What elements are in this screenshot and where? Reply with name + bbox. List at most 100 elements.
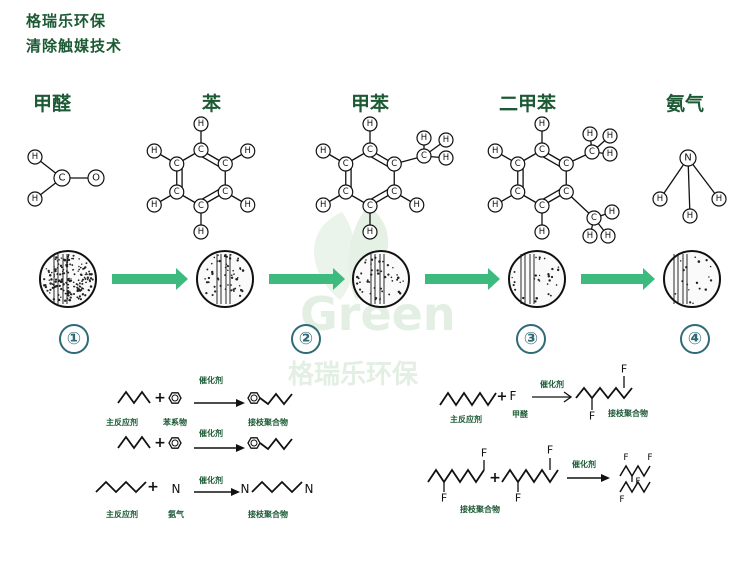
filter-section-2-particle — [238, 284, 241, 287]
filter-section-2-particle — [206, 268, 209, 271]
xylene-h4-circle — [534, 224, 550, 240]
filter-section-1-particle — [89, 285, 93, 288]
toluene-c2-circle — [386, 156, 402, 172]
filter-section-1-particle — [50, 271, 53, 274]
benzene-c5-circle — [169, 184, 185, 200]
xylene-methyl1-h2-circle — [602, 128, 618, 144]
filter-section-1-particle — [67, 283, 70, 286]
toluene-c4-symbol: C — [367, 201, 373, 211]
filter-section-1-particle — [79, 286, 82, 288]
xylene-methyl2-h1-circle — [604, 204, 620, 220]
filter-section-1-particle — [57, 280, 60, 283]
fluorine-symbol-7: F — [547, 444, 553, 457]
polymer-chain-1 — [427, 468, 485, 484]
filter-section-2-particle — [230, 254, 232, 256]
product-ring-1 — [247, 392, 261, 404]
filter-section-1-particle — [53, 266, 55, 268]
filter-section-1-particle — [58, 284, 61, 287]
xylene-c6-symbol: C — [515, 159, 521, 169]
filter-section-1-particle — [77, 284, 79, 286]
filter-section-3-particle — [376, 269, 379, 272]
filter-section-1-particle — [76, 289, 79, 293]
filter-section-1-particle — [86, 278, 89, 281]
filter-section-1-particle — [84, 294, 87, 297]
filter-section-1-particle — [66, 259, 69, 262]
filter-section-5 — [663, 250, 721, 308]
plus-sign-5: + — [489, 470, 501, 486]
plus-sign-2: + — [154, 435, 166, 451]
ammonia-h3-symbol: H — [716, 194, 722, 204]
filter-section-1-particle — [65, 270, 68, 273]
filter-section-2-particle — [241, 269, 245, 272]
filter-section-4-particle — [533, 277, 536, 280]
filter-section-3-particle — [368, 281, 371, 283]
filter-section-3-particle — [360, 272, 363, 275]
filter-section-3-particle — [386, 263, 390, 267]
filter-section-3-particle — [369, 292, 372, 295]
fluorine-symbol-11: F — [619, 495, 624, 505]
filter-section-1-particle — [63, 258, 67, 262]
filter-section-2-particle — [237, 276, 239, 279]
filter-section-4-particle — [547, 274, 551, 278]
filter-section-1-particle — [70, 278, 72, 280]
xylene-methyl1-h1-circle — [582, 126, 598, 142]
filter-section-1-particle — [57, 293, 60, 297]
toluene-h6-symbol: H — [320, 146, 326, 156]
filter-section-2-particle — [234, 287, 237, 290]
benzene-h3-circle — [240, 197, 256, 213]
filter-section-1-particle — [56, 273, 59, 276]
stage-number-4: ④ — [680, 324, 710, 354]
filter-section-1-particle — [67, 253, 70, 256]
filter-section-3-particle — [380, 270, 383, 273]
filter-section-1-particle — [80, 288, 83, 291]
filter-section-1-particle — [67, 286, 70, 289]
filter-section-1-particle — [60, 287, 63, 291]
product-chain-2 — [259, 437, 293, 451]
fluorine-symbol-8: F — [623, 453, 628, 463]
filter-section-2-particle — [224, 274, 227, 276]
filter-section-2-particle — [204, 278, 206, 280]
xylene-h6-circle — [487, 143, 503, 159]
filter-section-5-particle — [698, 287, 701, 290]
filter-section-1-particle — [52, 283, 55, 286]
fluorine-symbol-9: F — [647, 453, 652, 463]
filter-section-1-particle — [76, 286, 79, 289]
ammonia-n-symbol: N — [684, 153, 691, 164]
filter-section-2-particle — [213, 256, 216, 259]
filter-section-1-particle — [72, 254, 75, 257]
filter-section-1-particle — [55, 256, 58, 259]
filter-section-1-particle — [59, 264, 63, 267]
stage-number-1: ① — [59, 324, 89, 354]
xylene-c5-circle — [510, 184, 526, 200]
filter-section-5-particle — [709, 279, 713, 282]
toluene-h1-symbol: H — [367, 119, 373, 129]
filter-section-1-particle — [90, 273, 92, 276]
filter-section-4-particle — [538, 274, 541, 277]
toluene-methyl-h2-symbol: H — [443, 135, 449, 145]
filter-section-3-particle — [391, 280, 394, 282]
filter-section-3-particle — [359, 281, 361, 284]
filter-section-2 — [196, 250, 254, 308]
reaction-arrow-5-head — [601, 474, 610, 482]
filter-section-4-particle — [548, 279, 551, 282]
filter-section-1-particle — [78, 268, 81, 271]
benzene-double-bond — [200, 155, 221, 168]
toluene-methyl-h3-symbol: H — [443, 153, 449, 163]
filter-section-4-particle — [511, 276, 513, 279]
filter-section-3-particle — [392, 266, 394, 269]
fluorine-symbol-6: F — [515, 492, 521, 505]
benzene-h1-symbol: H — [198, 119, 204, 129]
filter-section-4-particle — [534, 300, 537, 303]
filter-section-3-particle — [374, 256, 377, 259]
xylene-methyl1-c-circle — [584, 144, 600, 160]
filter-section-1-particle — [53, 285, 56, 289]
filter-section-4-particle — [534, 274, 538, 277]
filter-section-2-particle — [239, 267, 242, 270]
filter-section-2-particle — [219, 284, 222, 287]
filter-section-3-particle — [380, 287, 383, 290]
filter-section-1-particle — [83, 276, 86, 279]
benzene-c1-symbol: C — [198, 145, 204, 155]
filter-section-1-particle — [48, 279, 51, 281]
filter-section-3-particle — [388, 293, 391, 296]
brand-name: 格瑞乐环保 — [26, 12, 107, 30]
